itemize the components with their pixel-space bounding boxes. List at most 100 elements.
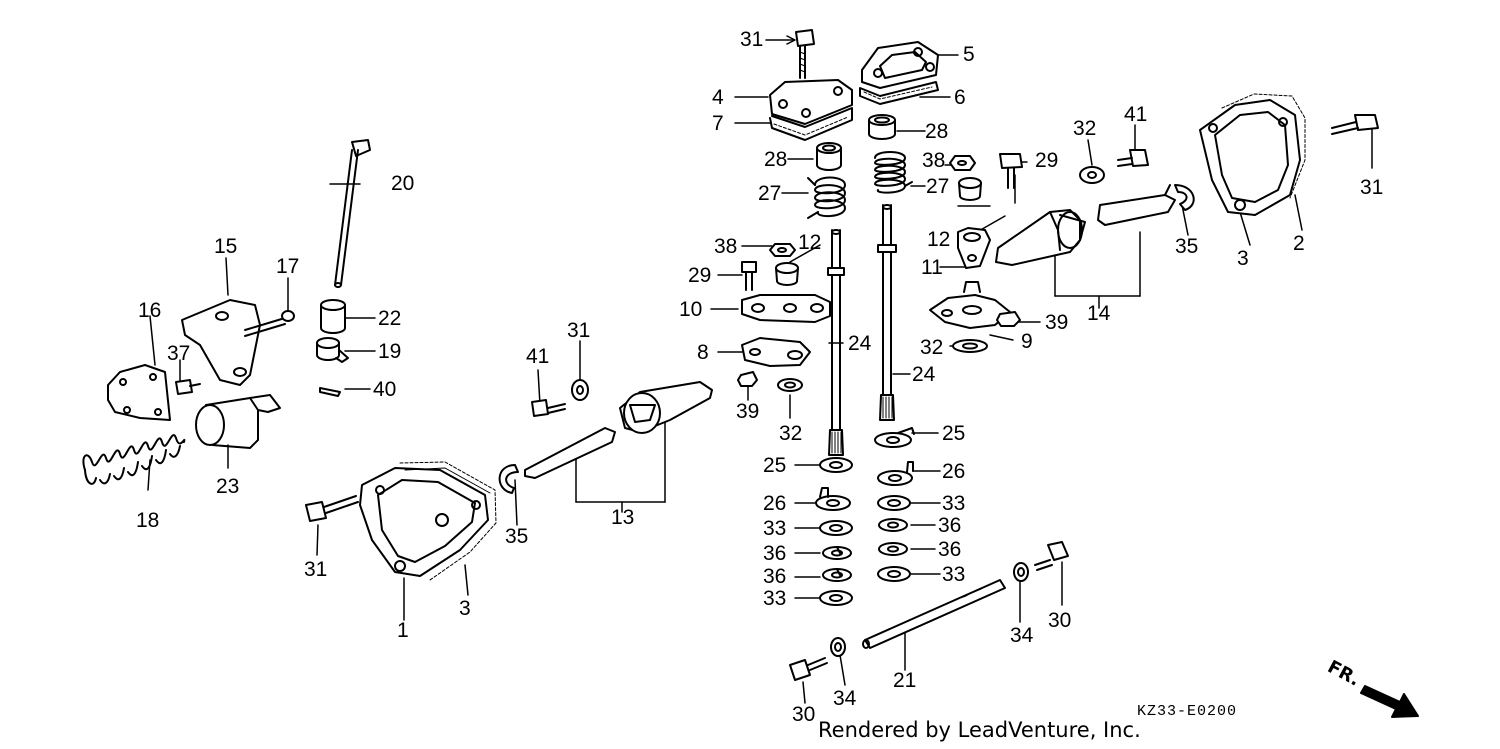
callout-3[interactable]: 3 [459,597,471,620]
credit-text: Rendered by LeadVenture, Inc. [818,718,1141,742]
callout-4[interactable]: 4 [712,86,724,109]
shaft-23 [862,579,1006,649]
callout-34[interactable]: 34 [1010,624,1034,647]
callout-32[interactable]: 32 [1073,117,1097,140]
callout-32[interactable]: 32 [779,422,803,445]
lockwasher-36-c [878,518,908,532]
sleeve-22 [320,299,346,334]
callout-40[interactable]: 40 [373,378,397,401]
nut-38-right [949,155,976,171]
callout-26[interactable]: 26 [942,460,966,483]
bolt-31-top [795,29,815,79]
callout-29[interactable]: 29 [1035,149,1059,172]
bolt-30-right [1034,541,1069,571]
callout-29[interactable]: 29 [688,264,712,287]
callout-25[interactable]: 25 [763,454,787,477]
callout-31[interactable]: 31 [1360,176,1384,199]
callout-36[interactable]: 36 [763,565,787,588]
nut-39-left [737,371,758,387]
callout-17[interactable]: 17 [276,255,300,278]
callout-32[interactable]: 31 [567,319,591,342]
bushing-28-left [816,142,842,171]
callout-33[interactable]: 33 [942,563,966,586]
clip-25-left [819,457,853,473]
lockwasher-36-d [878,542,908,556]
housing-1 [359,467,489,577]
callout-18[interactable]: 18 [136,509,160,532]
callout-36[interactable]: 36 [938,538,962,561]
callout-6[interactable]: 6 [954,86,966,109]
bolt-29-left [741,261,757,291]
pin-40 [319,387,341,397]
leader-lines [147,35,1373,704]
callout-20[interactable]: 20 [391,172,415,195]
callout-36[interactable]: 36 [938,514,962,537]
washer-32-far-right [1079,166,1105,184]
callout-8[interactable]: 8 [697,341,709,364]
callout-1[interactable]: 1 [397,619,409,642]
callout-35[interactable]: 35 [505,525,529,548]
clip-25-right [874,427,915,448]
bushing-28-right [868,114,896,140]
callout-33[interactable]: 33 [942,492,966,515]
callout-2[interactable]: 2 [1293,232,1305,255]
callout-16[interactable]: 16 [138,299,162,322]
callout-30[interactable]: 30 [792,703,816,726]
callout-28[interactable]: 28 [764,148,788,171]
callout-41[interactable]: 41 [1124,103,1148,126]
callout-26[interactable]: 26 [763,492,787,515]
callout-39[interactable]: 39 [1045,311,1069,334]
lever-11 [957,227,991,269]
callout-37[interactable]: 37 [167,342,191,365]
callout-23[interactable]: 21 [893,669,917,692]
callout-7[interactable]: 7 [712,112,724,135]
collar-26-left [815,487,851,511]
callout-35[interactable]: 35 [1175,235,1199,258]
clip-35-right [1174,184,1195,211]
lockwasher-36-a [822,546,852,560]
washer-34-right [1013,562,1029,582]
callout-38[interactable]: 38 [922,149,946,172]
gasket-3-right [1221,93,1306,199]
callout-11[interactable]: 11 [921,256,943,279]
callout-27[interactable]: 27 [926,175,950,198]
callout-28[interactable]: 28 [925,120,949,143]
callout-41[interactable]: 41 [526,345,550,368]
callout-15[interactable]: 15 [214,235,238,258]
callout-34[interactable]: 34 [833,687,857,710]
callout-38[interactable]: 38 [714,235,738,258]
callout-31[interactable]: 31 [304,558,328,581]
callout-24[interactable]: 24 [848,332,872,355]
washer-33-d [877,566,911,582]
callout-33[interactable]: 33 [763,517,787,540]
callout-9[interactable]: 9 [1021,330,1033,353]
bolt-29-right [999,153,1023,189]
washer-33-c [877,495,911,511]
drum-14-right [995,184,1176,266]
callout-31[interactable]: 31 [740,28,764,51]
callout-30[interactable]: 30 [1048,609,1072,632]
callout-21[interactable]: 19 [378,340,402,363]
callout-12[interactable]: 12 [927,228,951,251]
spring-27-left [807,176,846,219]
callout-27[interactable]: 27 [758,182,782,205]
callout-39[interactable]: 39 [736,400,760,423]
callout-24[interactable]: 24 [912,363,936,386]
callout-3[interactable]: 3 [1237,247,1249,270]
callout-14[interactable]: 14 [1087,302,1111,325]
callout-19[interactable]: 23 [216,475,240,498]
callout-32[interactable]: 32 [920,336,944,359]
callout-25[interactable]: 25 [942,422,966,445]
callout-12[interactable]: 12 [798,231,822,254]
pin-17 [244,310,295,337]
gasket-6 [859,81,939,105]
callout-13[interactable]: 13 [611,506,635,529]
callout-33[interactable]: 33 [763,587,787,610]
callout-5[interactable]: 5 [963,43,975,66]
washer-32-left [571,379,589,401]
washer-32-mid [777,378,803,392]
callout-10[interactable]: 10 [679,298,703,321]
lever-8 [741,337,811,367]
callout-36[interactable]: 36 [763,542,787,565]
callout-22[interactable]: 22 [378,307,402,330]
